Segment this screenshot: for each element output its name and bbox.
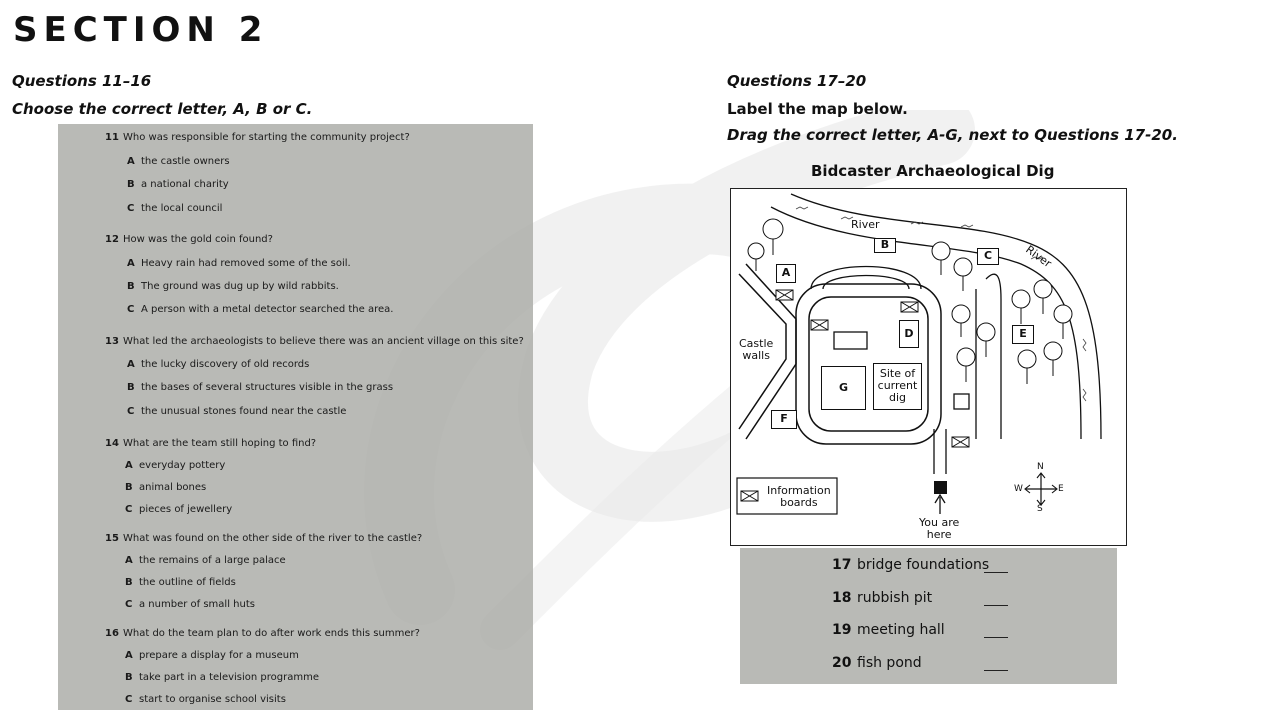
map-letter-g: G (821, 366, 866, 410)
map-title: Bidcaster Archaeological Dig (811, 162, 1055, 180)
map-instruction-2: Drag the correct letter, A-G, next to Qu… (727, 126, 1178, 144)
map-letter-e: E (1012, 325, 1034, 344)
compass-south: S (1037, 504, 1043, 514)
answer-slot-20[interactable] (984, 670, 1008, 671)
map-letter-a: A (776, 264, 796, 283)
compass-north: N (1037, 462, 1044, 472)
answer-slot-18[interactable] (984, 605, 1008, 606)
questions-11-16-instruction: Choose the correct letter, A, B or C. (12, 100, 313, 118)
map-letter-f: F (771, 410, 797, 429)
river-label-north: River (851, 218, 880, 231)
map-labels-panel: 17 bridge foundations 18 rubbish pit 19 … (740, 548, 1117, 684)
answer-slot-17[interactable] (984, 572, 1008, 573)
label-row-19: 19 meeting hall (740, 622, 1117, 644)
map-letter-d: D (899, 320, 919, 348)
compass-east: E (1058, 484, 1064, 494)
map-letter-b: B (874, 238, 896, 253)
map-letter-c: C (977, 248, 999, 265)
questions-11-16-heading: Questions 11–16 (12, 72, 152, 90)
map-instruction-1: Label the map below. (727, 100, 908, 118)
map-drawing (736, 193, 1102, 515)
section-title: SECTION 2 (13, 10, 269, 50)
questions-17-20-heading: Questions 17–20 (727, 72, 867, 90)
label-row-20: 20 fish pond (740, 655, 1117, 677)
label-row-17: 17 bridge foundations (740, 557, 1117, 579)
label-row-18: 18 rubbish pit (740, 590, 1117, 612)
compass-west: W (1014, 484, 1023, 494)
answer-slot-19[interactable] (984, 637, 1008, 638)
